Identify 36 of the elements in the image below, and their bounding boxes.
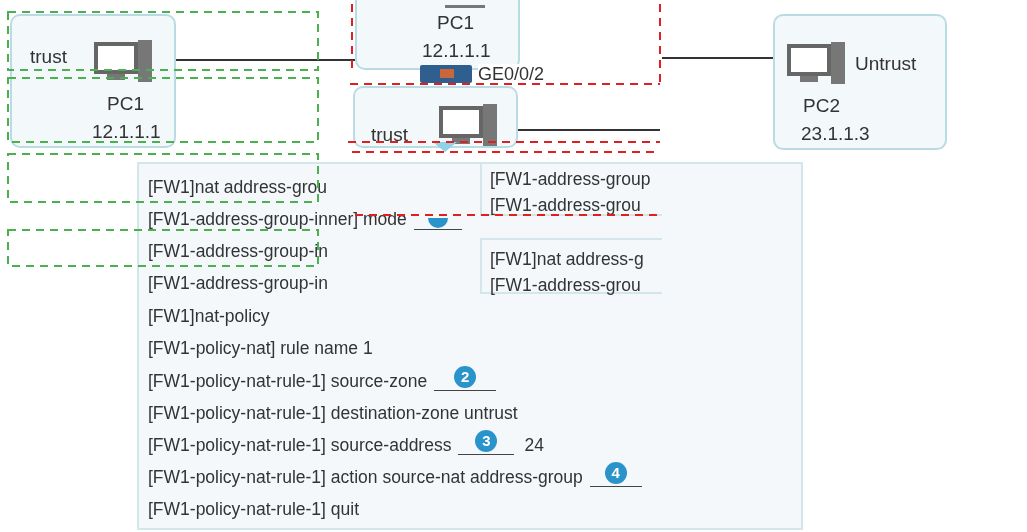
connection-line (175, 59, 356, 61)
command-line: [FW1-address-group-in (148, 272, 328, 294)
device-name: PC1 (437, 12, 474, 34)
command-line: [FW1]nat address-grou (148, 176, 327, 198)
zone-label: Untrust (855, 53, 917, 75)
connection-line (517, 129, 661, 131)
zone-label: trust (371, 124, 408, 146)
device-card (353, 86, 518, 148)
device-card (773, 14, 947, 150)
command-line: [FW1-address-group (490, 168, 651, 190)
command-line: [FW1-policy-nat-rule-1] quit (148, 498, 360, 520)
callout-number: 3 (475, 429, 498, 452)
ip-address: 12.1.1.1 (92, 121, 161, 143)
connection-line (661, 57, 774, 59)
prefix-length: 24 (524, 434, 544, 456)
callout-number: 4 (604, 461, 627, 484)
ip-address: 23.1.1.3 (801, 123, 870, 145)
command-line: [FW1-address-grou (490, 194, 641, 216)
command-line: [FW1-policy-nat] rule name 1 (148, 337, 373, 359)
zone-label: trust (30, 46, 67, 68)
command-line: [FW1]nat address-g (490, 248, 644, 270)
command-line: [FW1-policy-nat-rule-1] source-zone (148, 370, 428, 392)
device-name: PC2 (803, 95, 840, 117)
device-card (10, 14, 176, 148)
command-fragment-card (480, 238, 662, 294)
command-line: [FW1-policy-nat-rule-1] source-address (148, 434, 452, 456)
device-name: PC1 (107, 93, 144, 115)
command-fragment-card (480, 162, 662, 216)
ip-address: 12.1.1.1 (422, 40, 491, 62)
command-line: [FW1-address-grou (490, 274, 641, 296)
command-panel (137, 162, 803, 530)
command-line: [FW1-policy-nat-rule-1] destination-zone untrust (148, 402, 518, 424)
command-line: [FW1]nat-policy (148, 305, 270, 327)
command-line: [FW1-address-group-in (148, 240, 328, 262)
callout-number: 2 (454, 365, 477, 388)
command-line: [FW1-policy-nat-rule-1] action source-nat address-group (148, 466, 583, 488)
